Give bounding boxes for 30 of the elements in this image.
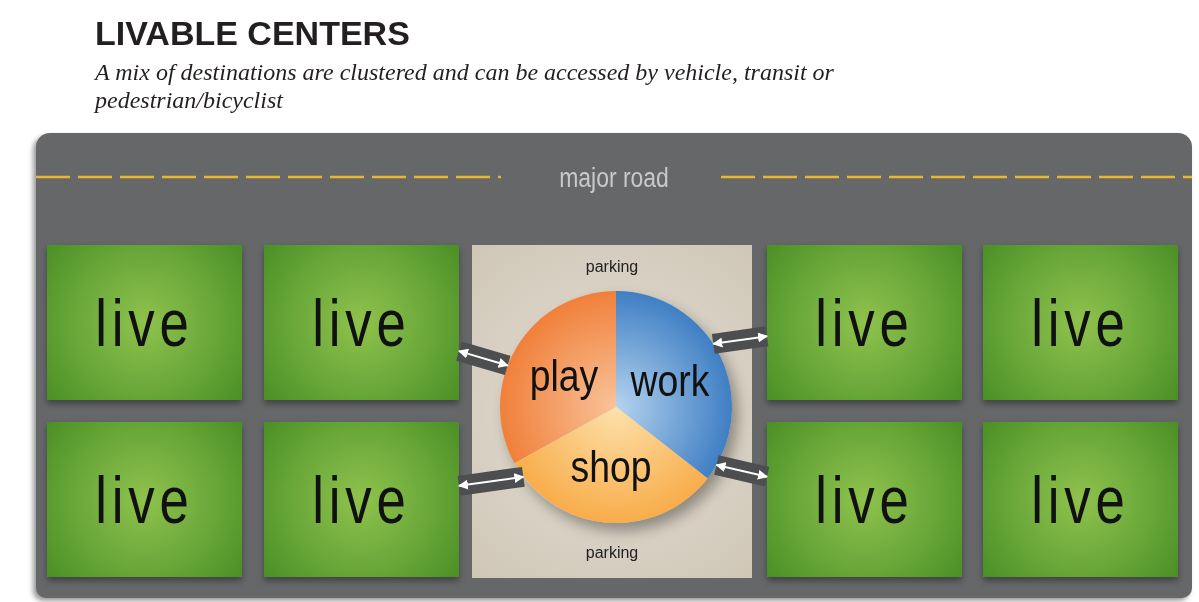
residential-block [767,245,962,400]
block-label: live [1031,289,1130,356]
sector-label: play [529,353,599,400]
residential-block [767,422,962,577]
block-label: live [815,289,914,356]
area-label: parking [585,544,639,562]
residential-block [983,245,1178,400]
block-label: live [95,466,194,533]
block-label: live [815,466,914,533]
caption: A mix of destinations are clustered and can be accessed by vehicle, transit or pedestrian/bicyclist [95,58,835,114]
residential-block [983,422,1178,577]
title: LIVABLE CENTERS [95,14,410,53]
parking-area [472,245,752,578]
double-arrow [458,348,509,368]
block-label: live [312,289,411,356]
block-label: live [312,466,411,533]
residential-block [264,422,459,577]
double-arrow [715,462,768,480]
double-arrow [712,332,768,348]
destination-sector [514,407,708,523]
double-arrow [458,473,525,490]
sector-label: shop [570,444,652,491]
residential-block [47,245,242,400]
block-label: live [95,289,194,356]
residential-block [264,245,459,400]
sector-label: work [630,357,710,404]
road-label: major road [559,163,669,193]
block-label: live [1031,466,1130,533]
residential-block [47,422,242,577]
area-label: parking [585,258,639,276]
